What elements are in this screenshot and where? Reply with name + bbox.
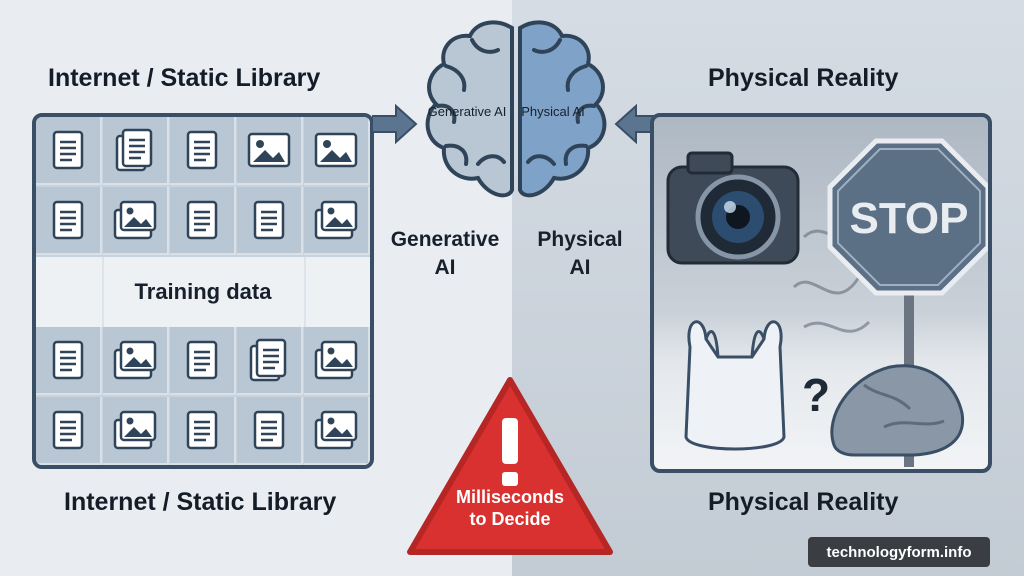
training-data-label: Training data — [134, 279, 272, 304]
grid-cell — [170, 327, 236, 395]
document-stack-icon — [115, 128, 153, 172]
grid-cell — [304, 327, 370, 395]
brain-icon — [425, 20, 607, 198]
image-stack-icon — [314, 340, 358, 380]
training-data-band: Training data — [36, 257, 370, 327]
physical-reality-scene: STOP ? — [666, 138, 988, 467]
watermark: technologyform.info — [808, 537, 990, 567]
image-stack-icon — [113, 340, 157, 380]
stop-sign-icon — [827, 138, 988, 296]
warning-text: Milliseconds to Decide — [455, 487, 565, 529]
document-stack-icon — [249, 338, 287, 382]
document-icon — [253, 410, 285, 450]
grid-cell — [237, 397, 303, 465]
document-icon — [186, 200, 218, 240]
grid-cell — [103, 327, 169, 395]
left-heading-top: Internet / Static Library — [48, 64, 321, 92]
grid-cell — [103, 187, 169, 255]
stop-sign-text: STOP — [849, 194, 968, 243]
image-stack-icon — [314, 200, 358, 240]
band-divider — [102, 257, 104, 327]
warning-triangle-icon — [407, 377, 613, 555]
grid-cell — [103, 117, 169, 185]
rock-icon — [830, 364, 965, 457]
arrow-right-icon — [372, 104, 418, 144]
grid-cell — [36, 327, 102, 395]
right-heading-bottom: Physical Reality — [708, 488, 899, 516]
right-heading-top: Physical Reality — [708, 64, 899, 92]
document-icon — [253, 200, 285, 240]
grid-cell — [103, 397, 169, 465]
physical-ai-label: Physical AI — [537, 228, 623, 279]
document-icon — [186, 340, 218, 380]
image-icon — [314, 132, 358, 168]
grid-cell — [304, 397, 370, 465]
grid-cell — [237, 327, 303, 395]
camera-icon — [666, 151, 800, 265]
image-stack-icon — [314, 410, 358, 450]
image-stack-icon — [113, 410, 157, 450]
grid-cell — [36, 397, 102, 465]
training-data-grid-panel: Training data — [32, 113, 374, 469]
image-stack-icon — [113, 200, 157, 240]
grid-cell — [170, 117, 236, 185]
question-mark: ? — [802, 369, 830, 421]
left-heading-bottom: Internet / Static Library — [64, 488, 337, 516]
physical-reality-panel: STOP ? — [650, 113, 992, 473]
generative-ai-label: Generative AI — [390, 228, 500, 279]
grid-cell — [304, 117, 370, 185]
band-divider — [304, 257, 306, 327]
grid-cell — [237, 187, 303, 255]
document-icon — [52, 130, 84, 170]
document-icon — [186, 130, 218, 170]
document-icon — [52, 410, 84, 450]
brain-left-label: Generative AI — [427, 104, 507, 119]
training-data-grid — [36, 117, 370, 465]
document-icon — [52, 200, 84, 240]
grid-cell — [170, 397, 236, 465]
grid-cell — [170, 187, 236, 255]
grid-cell — [36, 117, 102, 185]
document-icon — [186, 410, 218, 450]
grid-cell — [304, 187, 370, 255]
image-icon — [247, 132, 291, 168]
grid-cell — [36, 187, 102, 255]
document-icon — [52, 340, 84, 380]
grid-cell — [237, 117, 303, 185]
plastic-bag-icon — [684, 320, 786, 451]
brain-right-label: Physical AI — [521, 104, 585, 119]
